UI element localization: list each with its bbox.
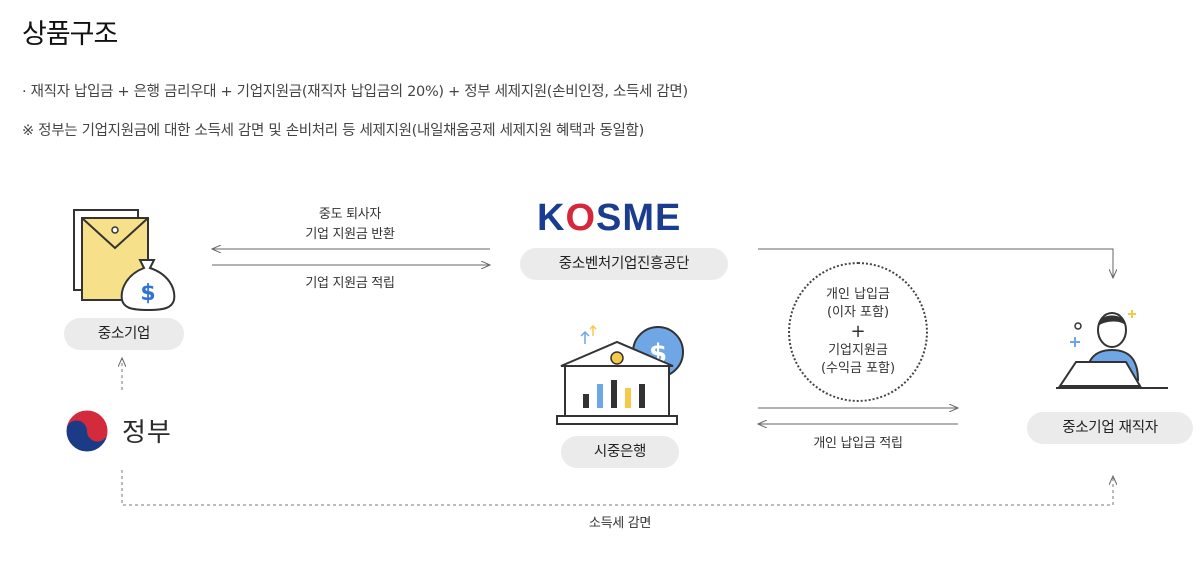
envelope-moneybag-icon: $ xyxy=(73,209,176,312)
structure-bullet: · 재직자 납입금 + 은행 금리우대 + 기업지원금(재직자 납입금의 20%… xyxy=(22,84,688,100)
arrow-tax-reduction xyxy=(121,470,1113,506)
circle-plus: + xyxy=(850,321,866,342)
bank-building-icon: $ xyxy=(556,324,684,425)
government-note: ※ 정부는 기업지원금에 대한 소득세 감면 및 손비처리 등 세제지원(내일채… xyxy=(22,123,644,139)
kosme-node: 중소벤처기업진흥공단 xyxy=(520,248,728,280)
page-title: 상품구조 xyxy=(22,19,118,50)
arrow-kosme-to-employee xyxy=(758,248,1113,278)
svg-text:$: $ xyxy=(140,281,155,306)
employee-node: 중소기업 재직자 xyxy=(1027,412,1193,444)
circle-line-3: 기업지원금 xyxy=(828,343,888,358)
office-worker-icon xyxy=(1056,310,1168,389)
company-node: 중소기업 xyxy=(64,318,184,350)
to-kosme-label: 기업 지원금 적립 xyxy=(305,276,395,291)
to-bank-label: 개인 납입금 적립 xyxy=(813,436,903,451)
return-label-2: 기업 지원금 반환 xyxy=(305,227,395,242)
kosme-logo: KOSME xyxy=(537,197,681,240)
circle-line-4: (수익금 포함) xyxy=(820,361,896,376)
tax-reduction-label: 소득세 감면 xyxy=(588,516,652,531)
return-label-1: 중도 퇴사자 xyxy=(318,207,382,222)
accumulation-circle: 개인 납입금 (이자 포함) + 기업지원금 (수익금 포함) xyxy=(788,262,928,402)
circle-line-1: 개인 납입금 xyxy=(826,287,890,302)
circle-line-2: (이자 포함) xyxy=(826,305,890,320)
taeguk-icon xyxy=(65,409,109,453)
government-label: 정부 xyxy=(122,418,172,448)
bank-node: 시중은행 xyxy=(561,436,679,468)
kosme-logo-text: KOSME xyxy=(537,197,682,239)
